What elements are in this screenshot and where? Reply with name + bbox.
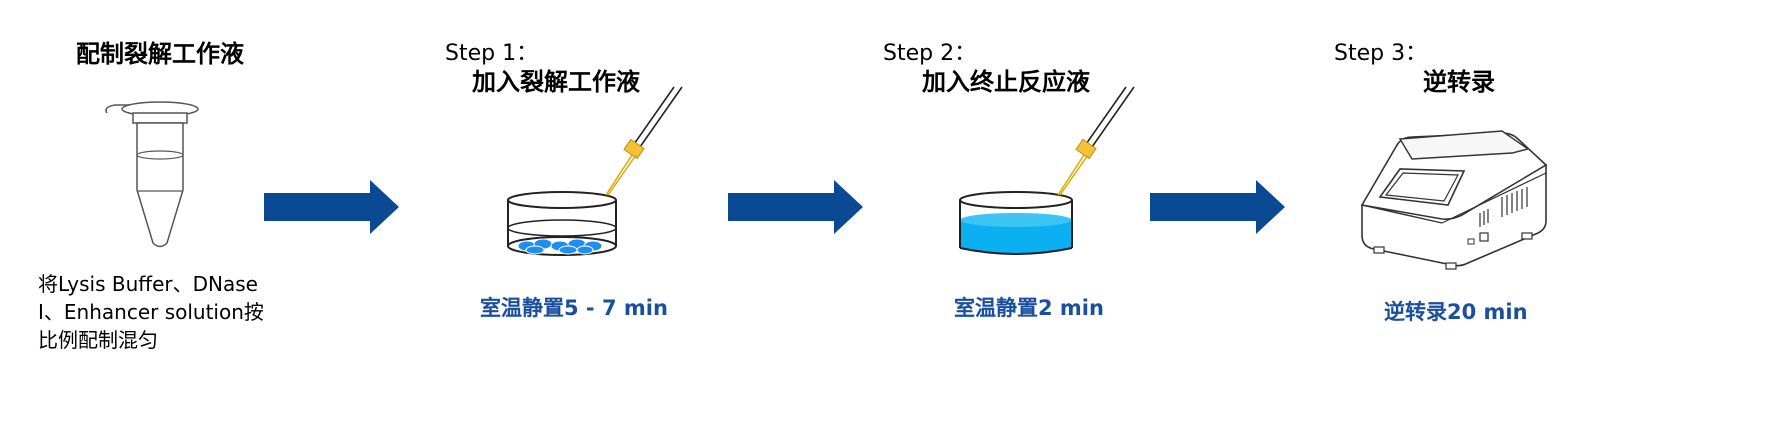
prep-description-line: 将Lysis Buffer、DNase	[38, 272, 258, 296]
step-3-label: Step 3：	[1334, 41, 1428, 66]
step-1-label: Step 1：	[445, 41, 539, 66]
microcentrifuge-tube-icon	[105, 101, 199, 248]
arrow-right-icon	[728, 180, 863, 234]
step-2-label: Step 2：	[883, 41, 977, 66]
prep-description-line: 比例配制混匀	[38, 328, 158, 352]
prep-description: 将Lysis Buffer、DNase Ⅰ、Enhancer solution按…	[38, 270, 298, 354]
step-1-caption: 室温静置5 - 7 min	[480, 296, 668, 320]
thermal-cycler-icon	[1360, 130, 1548, 270]
arrow-right-icon	[1150, 180, 1285, 234]
step-2-caption: 室温静置2 min	[954, 296, 1104, 320]
arrow-right-icon	[264, 180, 399, 234]
pipette-icon	[605, 86, 683, 196]
step-3-caption: 逆转录20 min	[1384, 300, 1528, 324]
culture-dish-icon	[507, 191, 617, 256]
prep-description-line: Ⅰ、Enhancer solution按	[38, 300, 264, 324]
step-2-title: 加入终止反应液	[922, 68, 1090, 96]
step-3-title: 逆转录	[1423, 68, 1495, 96]
culture-dish-icon	[959, 191, 1073, 255]
step-1-title: 加入裂解工作液	[472, 68, 640, 96]
prep-title: 配制裂解工作液	[76, 40, 244, 68]
pipette-icon	[1057, 86, 1135, 196]
